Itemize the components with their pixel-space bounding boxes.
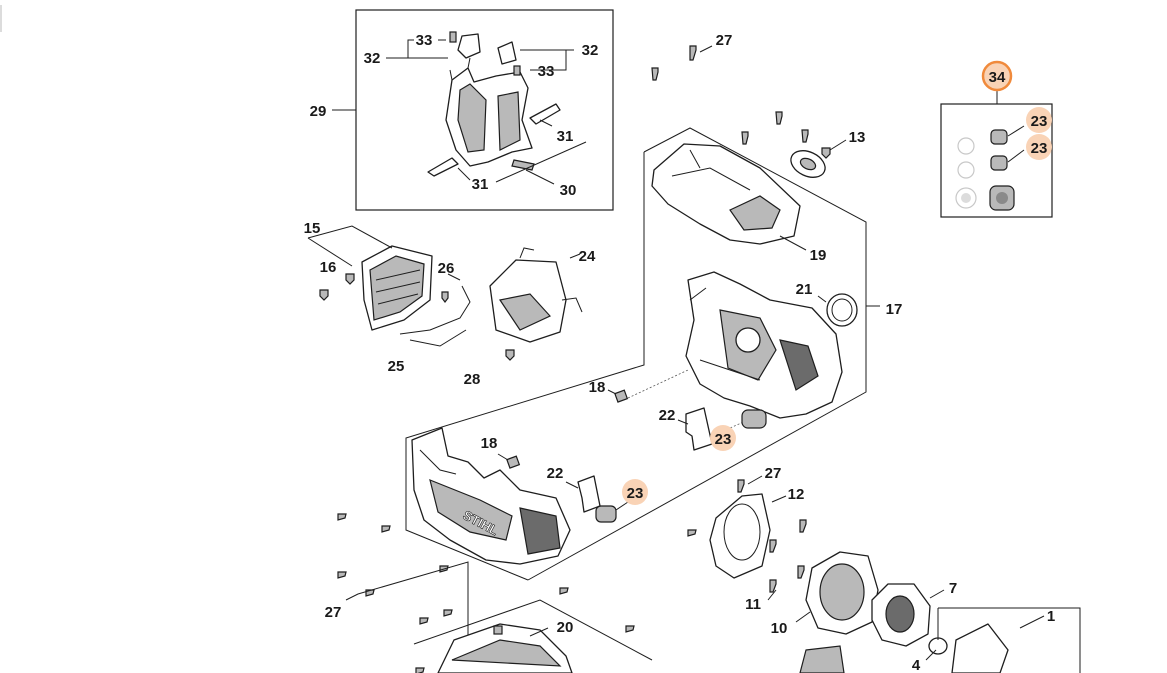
label-22-b[interactable]: 22 (547, 465, 564, 482)
highlight-34-ring[interactable] (981, 60, 1013, 92)
group-17-outline (405, 127, 880, 581)
label-13[interactable]: 13 (849, 129, 866, 146)
label-31-b[interactable]: 31 (472, 176, 489, 193)
label-32-a[interactable]: 32 (364, 50, 381, 67)
highlight-23-a[interactable] (1026, 107, 1052, 133)
highlights (622, 60, 1052, 505)
label-10[interactable]: 10 (771, 620, 788, 637)
label-24[interactable]: 24 (579, 248, 596, 265)
label-1[interactable]: 1 (1047, 608, 1055, 625)
label-28[interactable]: 28 (464, 371, 481, 388)
highlight-23-c[interactable] (710, 425, 736, 451)
label-27-b[interactable]: 27 (765, 465, 782, 482)
group-29-box (332, 9, 614, 211)
part-19-top-cover (651, 143, 807, 251)
label-25[interactable]: 25 (388, 358, 405, 375)
part-12-10-7-fan (687, 475, 1081, 673)
label-7[interactable]: 7 (949, 580, 957, 597)
label-32-b[interactable]: 32 (582, 42, 599, 59)
part-15-air-filter (307, 225, 449, 331)
label-12[interactable]: 12 (788, 486, 805, 503)
part-24-25-wiring (399, 247, 583, 361)
label-30[interactable]: 30 (560, 182, 577, 199)
parts-22-23-upper (607, 389, 767, 451)
label-27-a[interactable]: 27 (716, 32, 733, 49)
label-17[interactable]: 17 (886, 301, 903, 318)
label-27-c[interactable]: 27 (325, 604, 342, 621)
label-11[interactable]: 11 (745, 596, 761, 613)
label-33-a[interactable]: 33 (416, 32, 433, 49)
label-18-a[interactable]: 18 (589, 379, 606, 396)
label-23-d[interactable]: 23 (627, 485, 644, 502)
label-22-a[interactable]: 22 (659, 407, 676, 424)
crankcase-body (627, 271, 858, 437)
label-15[interactable]: 15 (304, 220, 321, 237)
group-34-box (940, 90, 1053, 218)
callout-labels: 34 23 23 23 23 33 32 32 33 29 31 31 30 2… (304, 32, 1056, 673)
label-23-a[interactable]: 23 (1031, 113, 1048, 130)
label-18-b[interactable]: 18 (481, 435, 498, 452)
label-33-b[interactable]: 33 (538, 63, 555, 80)
part-13-cap (790, 150, 826, 178)
label-26[interactable]: 26 (438, 260, 455, 277)
part-lower-housing: STIHL (411, 427, 571, 565)
highlight-23-b[interactable] (1026, 134, 1052, 160)
label-20[interactable]: 20 (557, 619, 574, 636)
label-16[interactable]: 16 (320, 259, 337, 276)
parts-22-23-lower (497, 453, 629, 523)
highlight-23-d[interactable] (622, 479, 648, 505)
label-21[interactable]: 21 (796, 281, 813, 298)
screws-top (651, 45, 847, 159)
label-31-a[interactable]: 31 (557, 128, 574, 145)
label-4[interactable]: 4 (912, 657, 921, 673)
label-29[interactable]: 29 (310, 103, 327, 120)
label-23-c[interactable]: 23 (715, 431, 732, 448)
part-20-cover (437, 623, 573, 673)
screws-left (337, 513, 653, 673)
label-34[interactable]: 34 (989, 69, 1006, 86)
label-23-b[interactable]: 23 (1031, 140, 1048, 157)
label-19[interactable]: 19 (810, 247, 827, 264)
